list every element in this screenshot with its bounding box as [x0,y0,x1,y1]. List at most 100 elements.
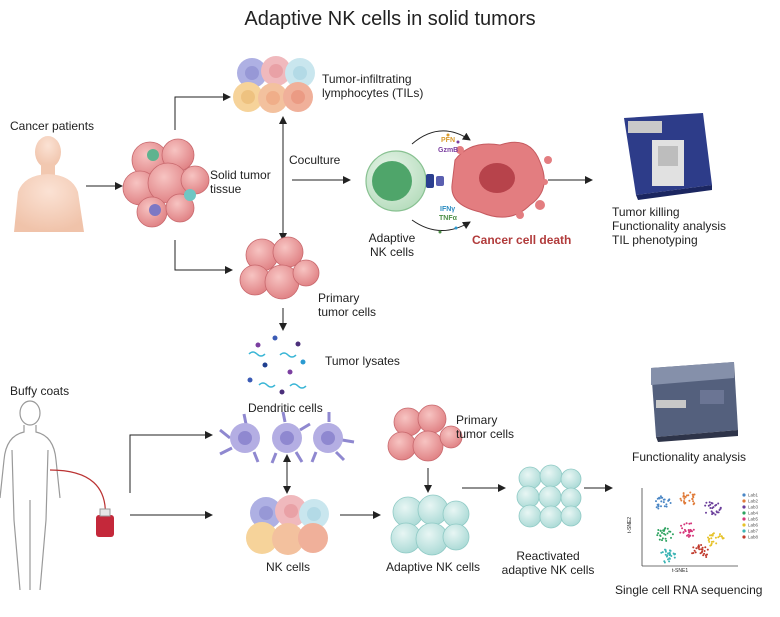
tsne-point [714,513,717,516]
tsne-point [660,551,663,554]
tsne-point [712,540,715,543]
tsne-point [668,560,671,563]
tsne-point [689,491,692,494]
buffy-coat-donor-figure [0,400,61,591]
tsne-point [672,552,675,555]
tsne-point [692,534,694,537]
tsne-point [684,530,687,533]
tsne-point [691,530,693,533]
cancer-cell-death-label: Cancer cell death [472,233,572,247]
tsne-point [692,496,695,499]
tsne-point [708,537,711,540]
tsne-point [690,522,693,525]
dendritic-cells [219,411,355,464]
tsne-point [663,528,666,531]
adaptive-nk-cells-top-label: Adaptive NK cells [368,231,416,259]
tsne-point [655,500,657,503]
tsne-legend-swatch [742,511,746,515]
tsne-point [659,495,662,498]
tsne-point [659,535,662,537]
tsne-point [657,503,660,506]
tsne-point [664,533,667,536]
tsne-point [655,506,658,509]
tsne-point [664,550,667,553]
tsne-point [666,532,669,535]
cancer-cell-dying [451,141,552,219]
tsne-point [668,549,671,552]
tsne-point [661,537,664,540]
solid-tumor-tissue-label: Solid tumor tissue [210,168,271,196]
tsne-legend-swatch [742,499,746,503]
tsne-point [711,513,714,516]
tnfa-label: TNFα [439,215,457,222]
buffy-coats-label: Buffy coats [10,384,70,398]
tsne-point [687,535,690,538]
tils-label: Tumor-infiltrating lymphocytes (TILs) [322,72,424,100]
tsne-point [721,537,724,540]
tsne-point [718,509,721,511]
tsne-point [657,529,660,531]
tsne-x-axis-label: t-SNE1 [672,568,689,574]
tsne-point [711,534,714,537]
adaptive-nk-cells-bottom [390,494,470,556]
tsne-point [717,511,720,514]
tsne-point [700,548,703,551]
tsne-point [705,501,708,504]
tsne-legend-label: Lab5 [748,517,759,522]
tsne-point [711,502,714,505]
tsne-point [720,535,723,538]
tsne-point [700,544,703,546]
tsne-point [714,536,717,539]
tsne-point [715,503,718,506]
tsne-point [657,505,660,508]
gzmb-label: GzmB [438,147,459,154]
tsne-point [692,500,695,503]
nk-cells-label: NK cells [266,560,311,574]
tumor-killing-analyzer-icon [624,113,712,200]
functionality-analyzer-icon [651,362,738,442]
tsne-point [711,511,714,514]
tsne-point [665,503,668,506]
tsne-point [682,495,685,498]
tsne-point [659,530,662,532]
tsne-point [662,501,665,504]
tsne-point [666,527,669,530]
tsne-point [682,492,685,495]
tsne-point [717,502,720,505]
connector-arrows [86,93,613,519]
tsne-point [715,542,718,545]
tsne-point [682,531,685,534]
tsne-point [705,511,707,514]
tsne-point [684,501,687,504]
tsne-point [704,504,707,507]
coculture-label: Coculture [289,153,341,167]
tsne-point [719,533,721,536]
tsne-point [656,497,659,500]
tsne-point [668,552,670,555]
tsne-point [694,551,697,554]
blood-bag-icon [96,508,114,537]
tsne-point [670,555,673,557]
tsne-point [684,496,687,498]
tsne-point [669,502,672,504]
tsne-point [709,507,712,509]
tsne-point [661,531,663,534]
tsne-point [702,554,705,557]
tsne-point [693,493,696,496]
tsne-legend-swatch [742,529,746,533]
tsne-point [710,540,713,543]
tsne-y-axis-label: t-SNE2 [627,516,634,534]
tsne-point [688,534,691,537]
tsne-points [655,491,725,564]
tsne-point [718,535,721,538]
tsne-point [700,551,703,554]
primary-tumor-cells-top [239,236,320,300]
primary-tumor-cells-bottom-label: Primary tumor cells [456,413,515,441]
ifng-label: IFNγ [440,206,456,213]
tsne-point [668,557,671,560]
readouts-label: Tumor killing Functionality analysis TIL… [612,205,727,247]
tsne-point [667,499,670,502]
tsne-legend-label: Lab1 [748,493,759,498]
